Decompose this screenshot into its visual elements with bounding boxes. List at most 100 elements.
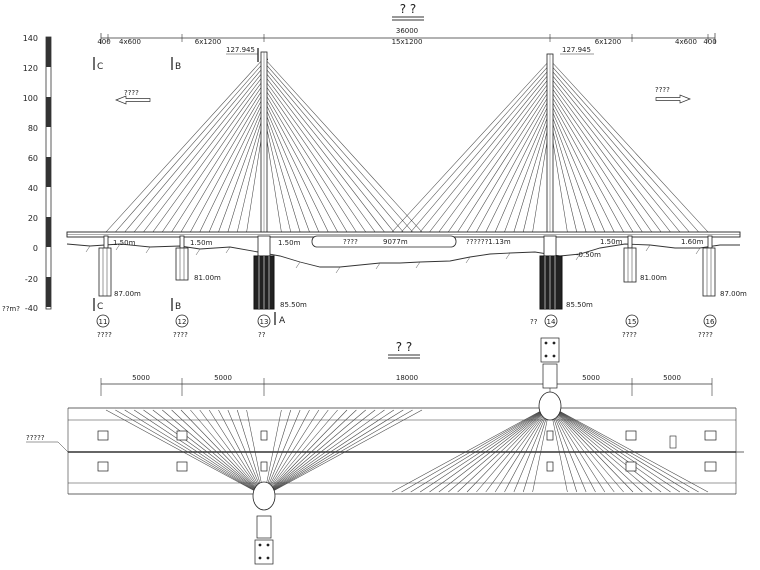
- stay-cable: [236, 116, 265, 233]
- level-label: -0.50m: [576, 251, 601, 259]
- plan-left-label: ?????: [26, 434, 45, 442]
- plan-stay-cable: [504, 405, 551, 493]
- plan-stay-cable: [162, 409, 265, 497]
- stay-cable: [263, 87, 357, 233]
- plan-stay-cable: [263, 409, 423, 497]
- plan-stay-cable: [401, 405, 551, 493]
- stay-cable: [549, 101, 615, 233]
- plan-stay-cable: [124, 409, 265, 497]
- pile-tip-label: 81.00m: [194, 274, 221, 282]
- plan-stay-cable: [208, 409, 265, 497]
- flow-arrow-right: ????: [655, 86, 691, 104]
- plan-dim: 18000: [396, 374, 418, 382]
- pier-id-markers: 11 ???? 12 ???? 13 ?? 14 ?? 15 ???? 16 ?…: [96, 314, 717, 339]
- stay-cable: [143, 74, 265, 233]
- channel-width: 9077m: [383, 238, 408, 246]
- level-label: 1.60m: [681, 238, 704, 246]
- plan-stay-cable: [476, 405, 551, 493]
- section-mark-b-bottom: B: [175, 302, 181, 312]
- stay-cable: [419, 72, 551, 233]
- pier-id: 14: [547, 318, 556, 326]
- plan-stay-cable: [263, 409, 301, 497]
- level-label: 1.50m: [113, 239, 136, 247]
- stay-cable: [152, 78, 265, 233]
- pier-sub: ????: [173, 331, 188, 339]
- pier-sub: ??: [258, 331, 266, 339]
- dim-right-short: 4x600: [675, 38, 697, 46]
- stay-cable: [549, 68, 690, 233]
- stay-cable: [522, 118, 551, 233]
- tower-right: [546, 53, 554, 249]
- scale-unit: ??m?: [2, 305, 20, 313]
- flow-arrow-left: ????: [115, 89, 151, 105]
- stay-cable: [549, 59, 709, 233]
- pier-15: [623, 235, 637, 283]
- plan-dim: 5000: [132, 374, 150, 382]
- plan-stay-cable: [263, 409, 329, 497]
- stay-cable: [162, 83, 265, 233]
- plan-stay-cable: [227, 409, 265, 497]
- stay-cable: [513, 114, 551, 233]
- tower-left: [260, 51, 268, 249]
- plan-stay-cable: [263, 409, 366, 497]
- plan-stay-cable: [448, 405, 551, 493]
- scale-tick: -20: [25, 275, 38, 284]
- stay-cable: [115, 62, 265, 233]
- pier-sub: ????: [97, 331, 112, 339]
- stay-cable: [549, 89, 643, 233]
- plan-stay-cable: [263, 409, 292, 497]
- plan-stay-cable: [549, 405, 587, 493]
- navigation-channel: ???? 9077m: [311, 235, 457, 248]
- flow-label: ????: [655, 86, 670, 94]
- scale-tick: 120: [23, 64, 38, 73]
- plan-deck: [67, 407, 744, 495]
- stay-cable: [438, 80, 551, 233]
- plan-stay-cable: [410, 405, 551, 493]
- plan-tower-foundation-left: [252, 481, 276, 565]
- flow-label: ????: [124, 89, 139, 97]
- channel-label: ????: [343, 238, 358, 246]
- plan-stay-cable: [263, 409, 320, 497]
- plan-stay-cable: [263, 409, 282, 497]
- pier-14: [539, 235, 563, 310]
- pier-sub: ????: [698, 331, 713, 339]
- plan-stay-cable: [549, 405, 671, 493]
- stay-cable: [448, 85, 551, 233]
- tower-elevation-left: 127.945: [226, 46, 255, 54]
- plan-stay-cable: [466, 405, 551, 493]
- stay-cable: [549, 93, 634, 233]
- stay-cable: [549, 114, 587, 233]
- dim-main-span: 15x1200: [392, 38, 423, 46]
- stay-cable: [227, 112, 265, 233]
- stay-cable: [549, 85, 652, 233]
- stay-cable: [263, 108, 310, 233]
- plan-stay-cable: [236, 409, 265, 497]
- plan-stay-cable: [152, 409, 265, 497]
- dim-right-end: 400: [703, 38, 716, 46]
- stay-cable: [466, 93, 551, 233]
- plan-stay-cable: [263, 409, 385, 497]
- plan-stay-cable: [532, 405, 551, 493]
- scale-tick: -40: [25, 304, 38, 313]
- stay-cable: [218, 108, 265, 233]
- stay-cable: [208, 104, 265, 233]
- plan-stay-cable: [513, 405, 551, 493]
- stay-cable: [549, 106, 606, 233]
- plan-dim: 5000: [214, 374, 232, 382]
- stay-cable: [263, 104, 320, 233]
- stay-cable: [171, 87, 265, 233]
- plan-dimension-line: 5000 5000 18000 5000 5000: [100, 374, 713, 396]
- stay-cable: [105, 57, 265, 233]
- plan-stay-cable: [171, 409, 265, 497]
- plan-stay-cable: [429, 405, 551, 493]
- elevation-title: ? ?: [400, 2, 417, 16]
- stay-cable: [476, 97, 551, 233]
- pile-tip-label: 85.50m: [566, 301, 593, 309]
- plan-stay-cable: [263, 409, 404, 497]
- plan-stay-cable: [485, 405, 551, 493]
- scale-tick: 100: [23, 94, 38, 103]
- plan-stay-cables: [105, 405, 709, 497]
- plan-tower-foundation-right: [538, 337, 562, 421]
- plan-stay-cable: [549, 405, 615, 493]
- plan-stay-cable: [549, 405, 652, 493]
